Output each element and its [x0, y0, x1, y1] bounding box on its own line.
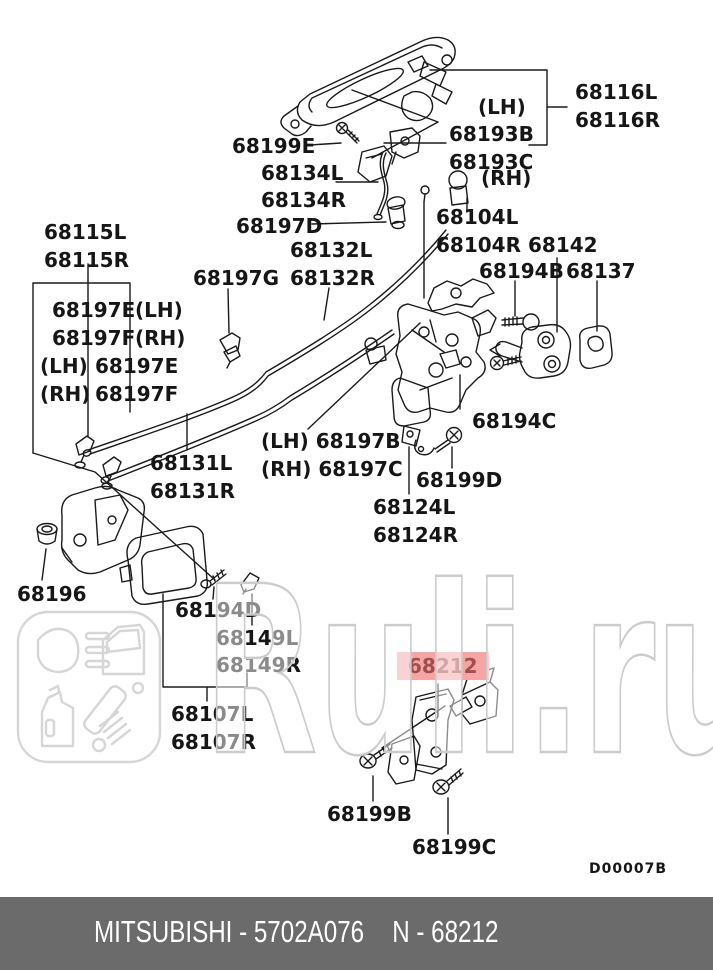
- part-label-68194B: 68194B: [479, 259, 564, 283]
- part-label-doc-code: D00007B: [589, 861, 667, 877]
- footer-gap: [364, 914, 392, 950]
- part-label-68199D: 68199D: [416, 468, 503, 492]
- part-label-68124R: 68124R: [373, 523, 458, 547]
- screw-68199B-drawing: [359, 743, 393, 769]
- part-label-68149L: 68149L: [216, 626, 299, 650]
- part-label-68193C: 68193C: [449, 150, 534, 174]
- part-label-68194D: 68194D: [175, 598, 262, 622]
- part-label-68197E-r1: 68197E: [52, 298, 136, 322]
- nut-68196-drawing: [36, 522, 58, 545]
- part-label-68212[interactable]: 68212: [397, 652, 489, 680]
- part-label-68115R: 68115R: [44, 248, 129, 272]
- footer-part-number: N - 68212: [392, 914, 499, 949]
- screw-68194D-drawing: [200, 569, 227, 589]
- part-label-68197F-r2: 68197F: [52, 326, 136, 350]
- door-lock-drawing: [391, 278, 497, 456]
- part-label-68137: 68137: [566, 259, 636, 283]
- part-label-68134L: 68134L: [261, 161, 344, 185]
- part-label-68134R: 68134R: [261, 188, 346, 212]
- part-label-68116R: 68116R: [575, 108, 660, 132]
- part-label-68104L: 68104L: [436, 205, 519, 229]
- screw-68199D-drawing: [434, 426, 463, 453]
- part-label-68104R: 68104R: [436, 233, 521, 257]
- screw-68199C-drawing: [432, 768, 464, 795]
- clip-68149-drawing: [240, 572, 260, 595]
- part-label-68107R: 68107R: [171, 730, 256, 754]
- part-label-68197D: 68197D: [236, 214, 323, 238]
- part-label-68197C-rh: (RH) 68197C: [261, 457, 403, 481]
- control-rods-drawing: [82, 229, 449, 484]
- part-label-68199E: 68199E: [232, 134, 316, 158]
- part-label-68131L: 68131L: [150, 451, 233, 475]
- part-label-68193B: 68193B: [449, 122, 534, 146]
- part-label-68199B: 68199B: [327, 802, 412, 826]
- part-label-68199C: 68199C: [412, 835, 497, 859]
- part-label-68116L: 68116L: [575, 80, 658, 104]
- part-label-68115L: 68115L: [44, 220, 127, 244]
- key-cylinder-drawing: [420, 170, 469, 206]
- rod-clips-drawing: [74, 435, 122, 490]
- bolt-68194B-drawing: [501, 313, 540, 331]
- part-label-68197G: 68197G: [193, 266, 279, 290]
- part-label-68193-rh: (RH): [481, 166, 532, 190]
- grommet-68197D-drawing: [386, 196, 406, 230]
- door-check-drawing: [387, 667, 499, 785]
- part-label-68197F-r4: 68197F: [95, 382, 179, 406]
- part-label-68149R: 68149R: [216, 653, 301, 677]
- leader-lines: [32, 69, 598, 835]
- part-label-68194C: 68194C: [472, 409, 557, 433]
- part-label-68131R: 68131R: [150, 479, 235, 503]
- part-label-68132R: 68132R: [290, 266, 375, 290]
- screw-68199E-drawing: [335, 121, 360, 144]
- part-label-lh-r3: (LH): [40, 354, 88, 378]
- part-label-68124L: 68124L: [373, 495, 456, 519]
- part-label-rh-r4: (RH): [40, 382, 91, 406]
- part-label-68193-lh: (LH): [478, 95, 526, 119]
- grommet-68137-drawing: [578, 325, 613, 370]
- part-label-68142: 68142: [528, 233, 598, 257]
- bracket-68142-drawing: [489, 323, 572, 379]
- rod-68134-drawing: [373, 151, 389, 221]
- clip-68197G-drawing: [219, 332, 241, 369]
- part-label-68197E-r3: 68197E: [95, 354, 179, 378]
- screw-68194C-drawing: [489, 355, 522, 371]
- footer-brand-code: MITSUBISHI - 5702A076: [94, 914, 365, 949]
- part-label-68107L: 68107L: [171, 702, 254, 726]
- part-label-68132L: 68132L: [290, 238, 373, 262]
- part-label-68196: 68196: [17, 582, 87, 606]
- part-label-68197B-lh: (LH) 68197B: [261, 429, 401, 453]
- part-label-lh-r1: (LH): [135, 298, 183, 322]
- footer-bar: MITSUBISHI - 5702A076 N - 68212: [0, 897, 713, 970]
- part-label-rh-r2: (RH): [135, 326, 186, 350]
- inside-handle-drawing: [60, 485, 146, 575]
